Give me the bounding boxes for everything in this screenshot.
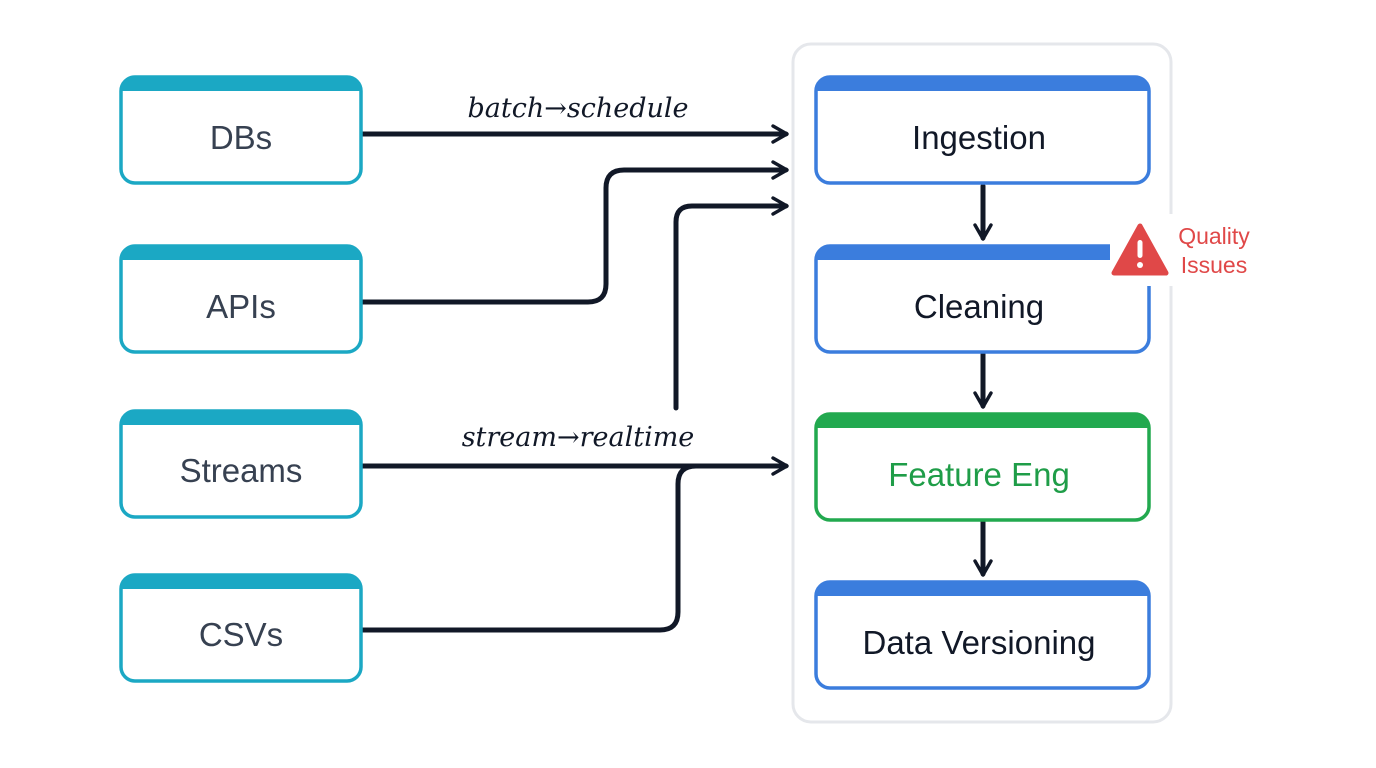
quality-issues-warning: Quality Issues (1110, 214, 1258, 286)
pipeline-node-data-versioning[interactable]: Data Versioning (814, 580, 1151, 690)
edge-label-batch: batch→schedule (468, 93, 689, 124)
pipeline-label-feature-eng: Feature Eng (888, 456, 1070, 493)
pipeline-node-feature-eng[interactable]: Feature Eng (814, 412, 1151, 522)
pipeline-label-ingestion: Ingestion (912, 119, 1046, 156)
source-node-csvs[interactable]: CSVs (119, 573, 363, 683)
pipeline-label-cleaning: Cleaning (914, 288, 1044, 325)
warning-text-line2: Issues (1181, 252, 1247, 278)
pipeline-node-cleaning[interactable]: Cleaning (814, 244, 1151, 354)
source-label-dbs: DBs (210, 119, 272, 156)
connector-streams-ingestion (673, 196, 789, 411)
warning-triangle-icon (1111, 223, 1169, 276)
connector-apis-ingestion (359, 160, 789, 305)
source-label-streams: Streams (180, 452, 303, 489)
warning-text-line1: Quality (1178, 223, 1250, 249)
source-node-streams[interactable]: Streams (119, 409, 363, 519)
source-node-apis[interactable]: APIs (119, 244, 363, 354)
connectors (359, 124, 789, 633)
pipeline-node-ingestion[interactable]: Ingestion (814, 75, 1151, 185)
source-label-apis: APIs (206, 288, 276, 325)
source-label-csvs: CSVs (199, 616, 283, 653)
source-node-dbs[interactable]: DBs (119, 75, 363, 185)
edge-label-stream: stream→realtime (462, 422, 695, 453)
connector-csvs-feature (359, 463, 699, 633)
pipeline-label-data-versioning: Data Versioning (863, 624, 1096, 661)
